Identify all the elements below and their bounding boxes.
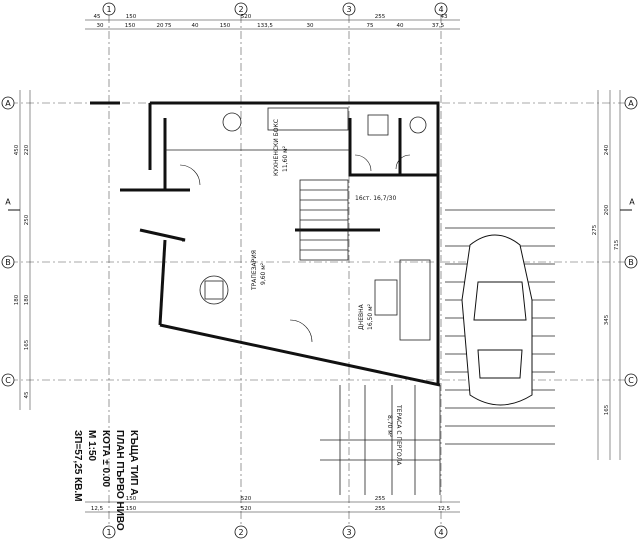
axis-left-B: B [1, 255, 15, 269]
svg-text:2: 2 [238, 5, 243, 14]
dim-top1-0: 45 [94, 14, 101, 20]
title-line-5: ЗП=57,25 КВ.М [72, 430, 83, 502]
dim-top1-2: 520 [241, 14, 252, 20]
dim-left-6: 45 [24, 391, 30, 398]
dim-top2-9: 40 [397, 23, 404, 29]
svg-text:3: 3 [346, 528, 351, 537]
stairs-label: 16ст. 16,7/30 [355, 195, 396, 202]
title-line-1: КЪЩА ТИП А [128, 430, 139, 496]
axis-right-A: A [624, 96, 638, 110]
dim-top1-1: 150 [126, 14, 137, 20]
car-outline [461, 234, 533, 406]
axis-top-3: 3 [342, 2, 356, 16]
svg-text:B: B [5, 258, 11, 267]
section-mark-left: А [5, 198, 11, 207]
dim-left-1: 220 [24, 144, 30, 155]
dim-left-5: 180 [24, 294, 30, 305]
dim-top2-1: 150 [125, 23, 136, 29]
dim-left-0: 450 [14, 144, 20, 155]
door-swings [179, 154, 411, 343]
axis-top-2: 2 [234, 2, 248, 16]
axis-left-C: C [1, 373, 15, 387]
svg-text:1: 1 [106, 528, 111, 537]
dim-left-3: 180 [14, 294, 20, 305]
svg-text:A: A [5, 99, 11, 108]
axis-top-4: 4 [434, 2, 448, 16]
dim-top2-4: 40 [192, 23, 199, 29]
dim-right-4: 165 [604, 404, 610, 415]
room-terrace-area: 8,70 м² [386, 415, 393, 438]
dim-bot2-1: 520 [241, 496, 252, 502]
dimension-lines [19, 19, 621, 513]
room-living-area: 16,50 м² [367, 303, 374, 330]
dim-bot1-3: 255 [375, 506, 386, 512]
section-marks: А А [5, 198, 635, 211]
dim-bot1-0: 12,5 [91, 506, 104, 512]
dim-right-2: 345 [604, 314, 610, 325]
dim-left-2: 250 [24, 214, 30, 225]
title-block: КЪЩА ТИП А ПЛАН ПЪРВО НИВО КОТА ± 0.00 М… [24, 430, 144, 542]
room-terrace-label: ТЕРАСА С ПЕРГОЛА [395, 404, 402, 466]
room-kitchen-area: 11,60 м² [282, 145, 289, 172]
dim-bot1-4: 12,5 [438, 506, 451, 512]
dim-top2-0: 30 [97, 23, 104, 29]
dim-bot2-2: 255 [375, 496, 386, 502]
svg-text:4: 4 [438, 528, 443, 537]
walls [90, 101, 441, 387]
section-mark-right: А [629, 198, 635, 207]
dim-top2-10: 37,5 [432, 23, 445, 29]
axis-bottom-1: 1 [102, 525, 116, 539]
svg-text:4: 4 [438, 5, 443, 14]
title-line-4: М 1:50 [86, 430, 97, 462]
axis-bottom-2: 2 [234, 525, 248, 539]
axis-right-B: B [624, 255, 638, 269]
axis-right-C: C [624, 373, 638, 387]
dim-bot2-0: 150 [126, 496, 137, 502]
svg-text:1: 1 [106, 5, 111, 14]
axis-bottom-4: 4 [434, 525, 448, 539]
svg-text:2: 2 [238, 528, 243, 537]
dim-top1-3: 255 [375, 14, 386, 20]
dim-top2-5: 150 [220, 23, 231, 29]
room-dining-label: ТРАПЕЗАРИЯ [251, 250, 258, 291]
dim-top2-7: 30 [307, 23, 314, 29]
interior-lines [165, 107, 555, 495]
room-living-label: ДНЕВНА [358, 303, 365, 330]
svg-text:B: B [628, 258, 634, 267]
dim-right-3: 715 [614, 239, 620, 250]
axis-bottom-3: 3 [342, 525, 356, 539]
svg-text:A: A [628, 99, 634, 108]
dim-right-5: 275 [592, 224, 598, 235]
title-line-3: КОТА ± 0.00 [100, 430, 111, 488]
title-line-2: ПЛАН ПЪРВО НИВО [114, 430, 125, 531]
dim-bot1-1: 150 [126, 506, 137, 512]
dim-right-0: 240 [604, 144, 610, 155]
dim-bot1-2: 520 [241, 506, 252, 512]
dim-top2-8: 75 [367, 23, 374, 29]
dim-top2-3: 75 [165, 23, 172, 29]
axis-left-A: A [1, 96, 15, 110]
room-dining-area: 9,60 м² [260, 262, 267, 285]
svg-text:C: C [628, 376, 634, 385]
dim-left-4: 165 [24, 339, 30, 350]
svg-text:3: 3 [346, 5, 351, 14]
axis-top-1: 1 [102, 2, 116, 16]
dim-top1-4: 43 [441, 14, 448, 20]
room-kitchen-label: КУХНЕНСКИ БОКС [273, 119, 280, 176]
svg-text:C: C [5, 376, 11, 385]
dim-top2-2: 20 [157, 23, 164, 29]
dim-top2-6: 133,5 [257, 23, 273, 29]
dim-right-1: 200 [604, 204, 610, 215]
